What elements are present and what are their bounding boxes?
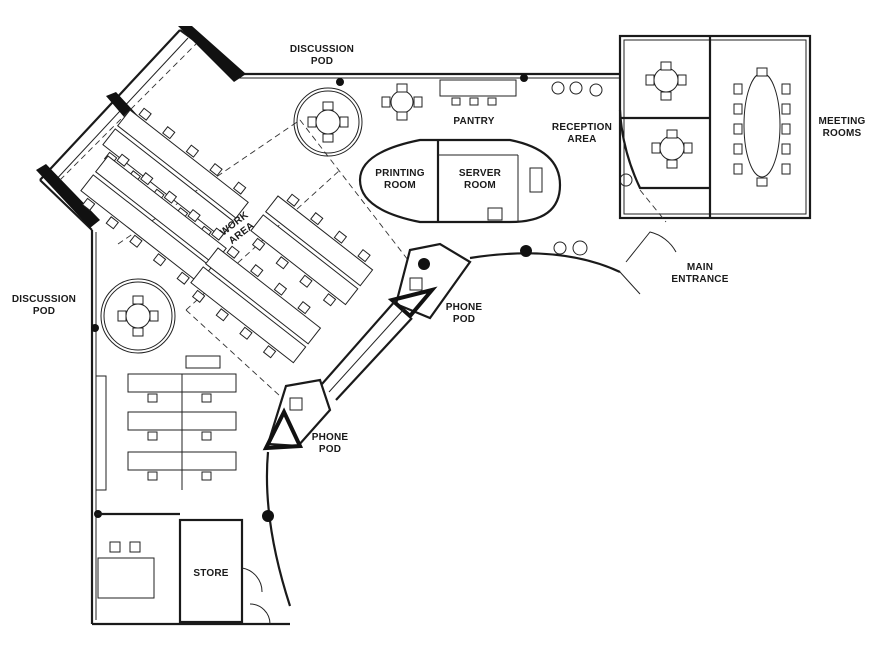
label-pantry: PANTRY (453, 116, 494, 127)
discussion-pod-top (293, 87, 363, 157)
round-table-pantry (381, 83, 423, 121)
main-entrance-doors (619, 231, 677, 295)
printing-server-block (358, 138, 562, 224)
pantry-counter (439, 79, 517, 106)
phone-corridor (321, 299, 413, 401)
phone-pod-lower (262, 378, 332, 451)
desk-cluster-mid-right (250, 193, 374, 307)
meeting-rooms (618, 34, 812, 220)
store-block (96, 512, 271, 625)
phone-pod-upper (387, 242, 472, 320)
desk-cluster-mid-left (80, 153, 227, 285)
label-store: STORE (193, 568, 228, 579)
discussion-pod-left (100, 278, 176, 354)
desk-cluster-lower (190, 245, 322, 364)
reception-partition (618, 109, 710, 223)
lower-workstations (95, 355, 237, 491)
